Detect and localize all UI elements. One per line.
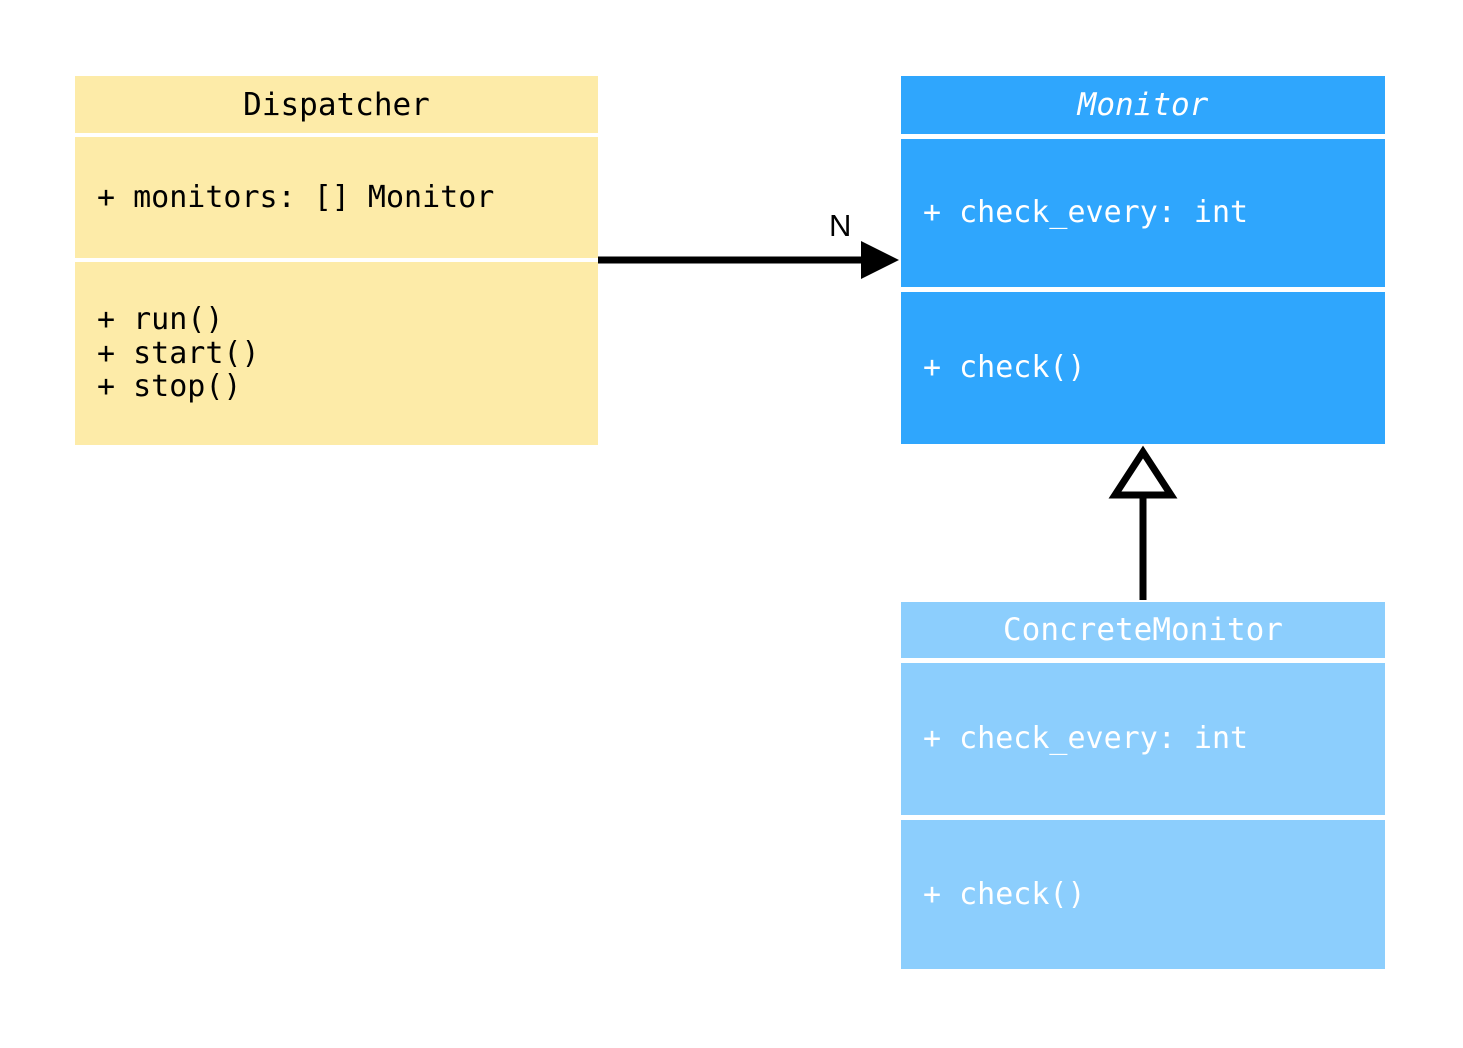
methods-compartment-dispatcher: + run() + start() + stop()	[75, 262, 598, 445]
compartment-divider	[901, 134, 1385, 139]
association-multiplicity-label: N	[829, 208, 852, 243]
compartment-divider	[75, 258, 598, 262]
filled-arrowhead-icon	[861, 241, 899, 279]
uml-class-dispatcher[interactable]: Dispatcher + monitors: [] Monitor + run(…	[75, 76, 598, 445]
method-item: + check()	[923, 876, 1086, 912]
class-title-dispatcher: Dispatcher	[75, 76, 598, 133]
attributes-compartment-monitor: + check_every: int	[901, 139, 1385, 287]
compartment-divider	[901, 815, 1385, 820]
association-dispatcher-to-monitor[interactable]	[598, 241, 899, 279]
compartment-divider	[75, 133, 598, 137]
method-item: + run()	[97, 302, 224, 338]
compartment-divider	[901, 287, 1385, 292]
attributes-compartment-concretemonitor: + check_every: int	[901, 663, 1385, 815]
methods-compartment-concretemonitor: + check()	[901, 820, 1385, 969]
uml-class-concretemonitor[interactable]: ConcreteMonitor + check_every: int + che…	[901, 602, 1385, 969]
class-title-concretemonitor: ConcreteMonitor	[901, 602, 1385, 658]
hollow-triangle-arrowhead-icon	[1108, 445, 1178, 499]
methods-compartment-monitor: + check()	[901, 292, 1385, 444]
attributes-compartment-dispatcher: + monitors: [] Monitor	[75, 137, 598, 258]
attribute-item: + check_every: int	[923, 721, 1249, 757]
method-item: + stop()	[97, 369, 242, 405]
uml-class-monitor[interactable]: Monitor + check_every: int + check()	[901, 76, 1385, 444]
method-item: + start()	[97, 335, 260, 371]
class-title-monitor: Monitor	[901, 76, 1385, 134]
method-item: + check()	[923, 350, 1086, 386]
attribute-item: + check_every: int	[923, 195, 1249, 231]
attribute-item: + monitors: [] Monitor	[97, 179, 495, 215]
compartment-divider	[901, 658, 1385, 663]
generalization-concretemonitor-to-monitor[interactable]	[1108, 445, 1178, 600]
